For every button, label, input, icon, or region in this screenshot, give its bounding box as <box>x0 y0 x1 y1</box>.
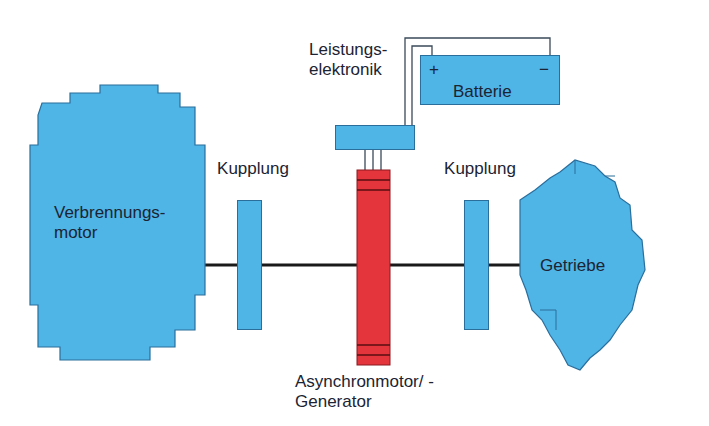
gearbox-detail <box>540 160 615 330</box>
node-label: Batterie <box>453 82 512 102</box>
clutch-box: Kupplung <box>464 200 489 330</box>
battery-box: + − Batterie <box>420 55 560 105</box>
winding-line <box>357 354 390 356</box>
node-label: Asynchronmotor/ -Generator <box>295 372 435 412</box>
node-label: Getriebe <box>540 256 630 276</box>
drive-shaft <box>262 264 357 267</box>
rotor-stator <box>357 170 390 365</box>
winding-line <box>357 189 390 191</box>
node-label: Kupplung <box>208 159 298 179</box>
gearbox: Getriebe <box>520 160 645 370</box>
engine-block: Verbrennungs- motor <box>30 85 205 360</box>
motor-generator-outline <box>357 170 390 365</box>
engine-block-outline <box>30 85 205 360</box>
polarity-sign: − <box>539 60 549 80</box>
drive-shaft <box>489 264 520 267</box>
node-label: Leistungs- elektronik <box>309 40 399 80</box>
gearbox-outline <box>520 160 645 370</box>
node-label: Verbrennungs- motor <box>54 203 186 243</box>
polarity-sign: + <box>429 60 439 80</box>
electric-wire <box>372 150 373 170</box>
winding-line <box>357 179 390 181</box>
drive-shaft <box>390 264 464 267</box>
electric-wire <box>380 150 381 170</box>
drive-shaft <box>205 264 237 267</box>
electric-wire <box>364 150 365 170</box>
engine-outline <box>30 85 205 360</box>
motor-generator: Asynchronmotor/ -Generator <box>357 170 390 365</box>
clutch-box: Kupplung <box>237 200 262 330</box>
power-electronics-box: Leistungs- elektronik <box>335 125 415 150</box>
winding-line <box>357 344 390 346</box>
node-label: Kupplung <box>435 159 525 179</box>
